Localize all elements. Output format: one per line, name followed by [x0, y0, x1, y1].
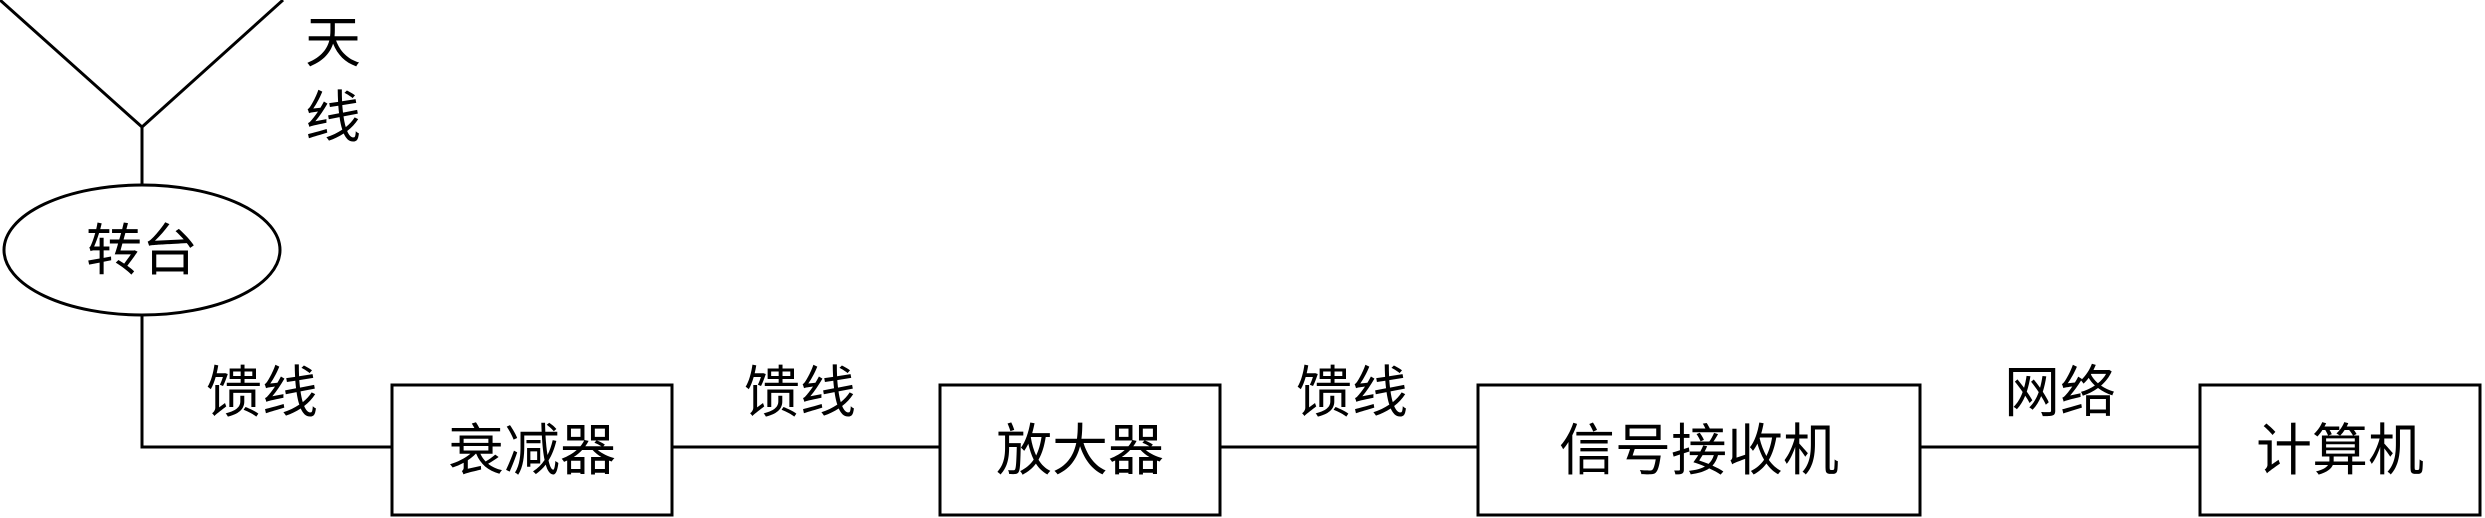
network-label: 网络	[2004, 361, 2116, 426]
amplifier-label: 放大器	[996, 419, 1164, 484]
receiver-block	[1476, 383, 1922, 517]
feeder-label-2: 馈线	[744, 361, 856, 426]
computer-label: 计算机	[2256, 419, 2424, 484]
antenna-label-line1: 天	[305, 11, 361, 76]
feeder-label-1: 馈线	[206, 361, 318, 426]
antenna	[0, 0, 285, 185]
antenna-right-arm	[140, 0, 285, 129]
antenna-left-arm	[0, 0, 143, 129]
turntable-label: 转台	[86, 219, 198, 284]
attenuator-block	[390, 383, 674, 517]
attenuator-label: 衰减器	[448, 419, 616, 484]
feeder-label-3: 馈线	[1296, 361, 1408, 426]
antenna-label-line2: 线	[305, 86, 361, 151]
amplifier-block	[938, 383, 1222, 517]
receiver-label: 信号接收机	[1559, 419, 1839, 484]
computer-block	[2198, 383, 2482, 517]
feeder-line-1	[140, 315, 392, 449]
